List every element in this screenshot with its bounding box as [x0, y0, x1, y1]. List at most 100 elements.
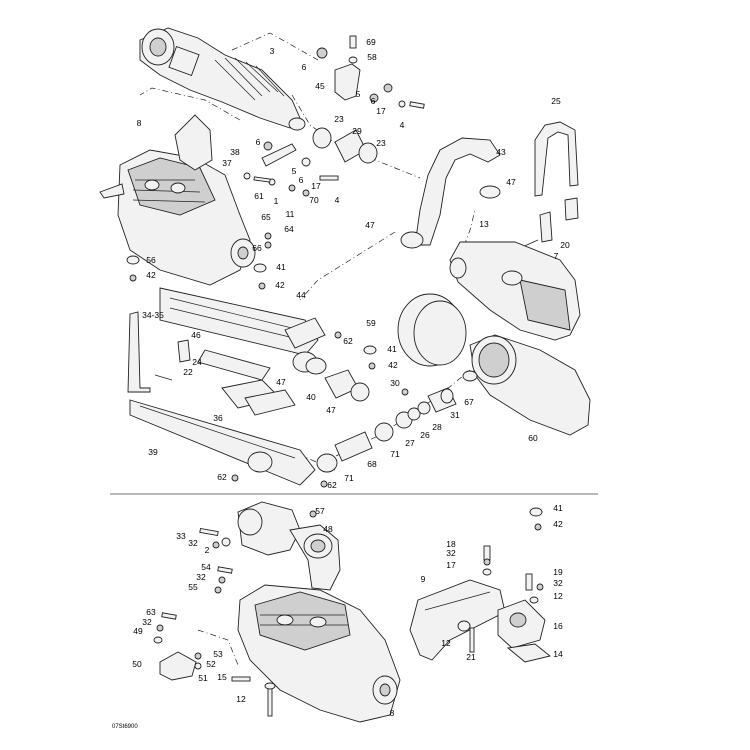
engine-upper — [99, 114, 256, 286]
part-callout: 8 — [390, 708, 395, 718]
part-callout: 58 — [367, 52, 377, 62]
part-callout: 12 — [236, 694, 246, 704]
part-callout: 5 — [356, 89, 361, 99]
fasteners-lower-left — [153, 527, 276, 717]
part-callout: 62 — [217, 472, 227, 482]
engine-lower — [237, 584, 401, 723]
part-callout: 41 — [276, 262, 286, 272]
part-callout: 29 — [352, 126, 362, 136]
part-callout: 41 — [387, 344, 397, 354]
part-callout: 20 — [560, 240, 570, 250]
part-callout: 42 — [388, 360, 398, 370]
part-callout: 39 — [148, 447, 158, 457]
part-callout: 7 — [554, 251, 559, 261]
part-callout: 36 — [213, 413, 223, 423]
part-callout: 67 — [464, 397, 474, 407]
part-callout: 12 — [441, 638, 451, 648]
part-callout: 57 — [315, 506, 325, 516]
part-callout: 19 — [553, 567, 563, 577]
part-callout: 37 — [222, 158, 232, 168]
part-callout: 16 — [553, 621, 563, 631]
part-callout: 23 — [376, 138, 386, 148]
resonator-ring — [397, 293, 467, 367]
part-callout: 18 — [446, 539, 456, 549]
part-callout: 13 — [479, 219, 489, 229]
part-callout: 50 — [132, 659, 142, 669]
water-box — [462, 334, 591, 436]
part-callout: 1 — [274, 196, 279, 206]
muffler-strap — [519, 121, 579, 249]
mount-hardware-top — [316, 35, 425, 109]
pipe-fittings-lower — [247, 317, 457, 473]
part-callout: 12 — [553, 591, 563, 601]
part-callout: 6 — [299, 175, 304, 185]
drawing-code: 07St6900 — [112, 724, 138, 730]
part-callout: 33 — [176, 531, 186, 541]
clamp-sleeve-upper — [243, 127, 378, 197]
part-callout: 17 — [446, 560, 456, 570]
part-callout: 71 — [344, 473, 354, 483]
part-callout: 32 — [446, 548, 456, 558]
mount-bracket-lower — [309, 507, 551, 663]
part-callout: 40 — [306, 392, 316, 402]
part-callout: 25 — [551, 96, 561, 106]
part-callout: 46 — [191, 330, 201, 340]
part-callout: 65 — [261, 212, 271, 222]
part-callout: 49 — [133, 626, 143, 636]
part-callout: 63 — [146, 607, 156, 617]
fasteners-upper — [126, 232, 409, 488]
lower-assembly — [153, 501, 551, 723]
part-callout: 30 — [390, 378, 400, 388]
part-callout: 4 — [400, 120, 405, 130]
part-callout: 26 — [420, 430, 430, 440]
part-callout: 53 — [213, 649, 223, 659]
part-callout: 55 — [188, 582, 198, 592]
part-callout: 32 — [553, 578, 563, 588]
part-callout: 56 — [146, 255, 156, 265]
part-callout: 4 — [335, 195, 340, 205]
part-callout: 28 — [432, 422, 442, 432]
part-callout: 11 — [286, 209, 295, 219]
part-callout: 62 — [343, 336, 353, 346]
part-callout: 52 — [206, 659, 216, 669]
part-callout: 45 — [315, 81, 325, 91]
part-callout: 22 — [183, 367, 193, 377]
exhaust-manifold — [237, 501, 341, 591]
part-callout: 38 — [230, 147, 240, 157]
part-callout: 69 — [366, 37, 376, 47]
part-callout: 9 — [421, 574, 426, 584]
part-callout: 51 — [198, 673, 208, 683]
part-callout: 64 — [284, 224, 294, 234]
part-callout: 17 — [376, 106, 386, 116]
part-callout: 59 — [366, 318, 376, 328]
muffler — [449, 241, 581, 341]
part-callout: 47 — [276, 377, 286, 387]
part-callout: 6 — [371, 96, 376, 106]
part-callout: 6 — [302, 62, 307, 72]
upper-assembly — [99, 27, 591, 488]
part-callout: 3 — [270, 46, 275, 56]
part-callout: 21 — [466, 652, 476, 662]
part-callout: 17 — [311, 181, 321, 191]
part-callout: 47 — [326, 405, 336, 415]
part-callout: 66 — [252, 243, 262, 253]
part-callout: 71 — [390, 449, 400, 459]
part-callout: 32 — [196, 572, 206, 582]
part-callout: 54 — [201, 562, 211, 572]
part-callout: 15 — [217, 672, 227, 682]
part-callout: 34-35 — [142, 310, 164, 320]
part-callout: 31 — [450, 410, 460, 420]
part-callout: 47 — [365, 220, 375, 230]
part-callout: 70 — [309, 195, 319, 205]
part-callout: 5 — [292, 166, 297, 176]
part-callout: 44 — [296, 290, 306, 300]
part-callout: 60 — [528, 433, 538, 443]
tuned-pipe — [139, 27, 306, 131]
part-callout: 41 — [553, 503, 563, 513]
part-callout: 42 — [275, 280, 285, 290]
part-callout: 61 — [254, 191, 264, 201]
part-callout: 43 — [496, 147, 506, 157]
part-callout: 14 — [553, 649, 563, 659]
